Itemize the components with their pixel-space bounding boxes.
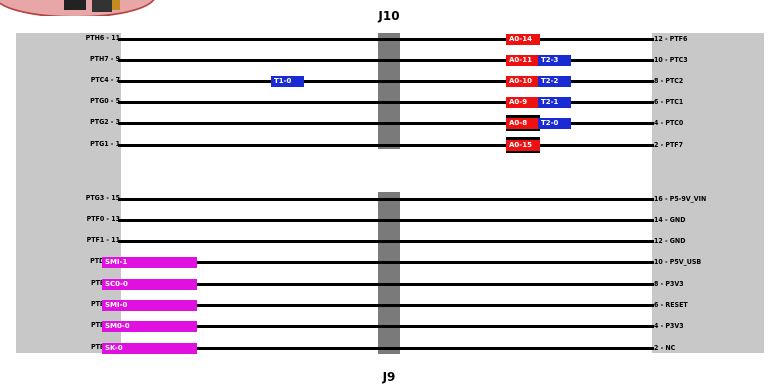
wire-bottom-0 [118,198,654,201]
pin-label-right: 2 - NC [654,344,676,352]
pin-label-right: 2 - PTF7 [654,141,683,149]
timer-tag: T2-2 [538,76,571,87]
pin-label-right: 8 - P3V3 [654,280,684,288]
pin-label-left: PTG2 - 3 [90,118,120,126]
wire-bottom-6 [118,325,654,328]
connector-j10-label: J10 [378,9,400,23]
pin-label-right: 10 - P5V_USB [654,258,702,266]
pin-label-left: PTC4 - 7 [90,76,120,84]
left-panel [16,33,121,353]
pin-label-left: PTH7 - 9 [90,55,120,63]
analog-tag: A0-14 [506,34,540,45]
timer-tag: T1-0 [271,76,304,87]
pin-label-right: 14 - GND [654,216,686,224]
wire-bottom-7 [118,347,654,350]
wire-top-2 [118,80,654,83]
wire-top-1 [118,59,654,62]
pin-label-left: PTF0 - 13 [86,215,120,223]
board-logo [0,0,160,16]
wire-bottom-2 [118,240,654,243]
timer-tag: T2-1 [538,97,571,108]
wire-bottom-1 [118,219,654,222]
pin-label-left: PTF1 - 11 [86,236,120,244]
wire-top-4 [118,122,654,125]
connector-j9-body [378,192,400,354]
serial-tag: SM0-0 [102,321,197,332]
connector-j10-body [378,33,400,149]
connector-j9-label: J9 [382,370,396,384]
wire-top-0 [118,38,654,41]
serial-tag: SC0-0 [102,279,197,290]
wire-bottom-5 [118,304,654,307]
pin-label-right: 12 - PTF6 [654,35,688,43]
serial-tag: SMI-0 [102,300,197,311]
wire-top-3 [118,101,654,104]
timer-tag: T2-3 [538,55,571,66]
pin-label-right: 4 - P3V3 [654,322,684,330]
timer-tag: T2-0 [538,118,571,129]
serial-tag: SMI-1 [102,257,197,268]
pin-label-left: PTH6 - 11 [85,34,120,42]
pin-label-right: 12 - GND [654,237,686,245]
analog-tag: A0-11 [506,55,540,66]
wire-bottom-3 [118,261,654,264]
right-panel [652,33,764,353]
serial-tag: SK-0 [102,343,197,354]
pin-label-right: 4 - PTC0 [654,119,684,127]
pin-label-left: PTG0 - 5 [90,97,120,105]
pin-label-right: 8 - PTC2 [654,77,684,85]
pin-label-right: 16 - P5-9V_VIN [654,195,707,203]
wire-bottom-4 [118,283,654,286]
pin-label-right: 10 - PTC3 [654,56,688,64]
analog-tag: A0-15 [506,140,540,151]
pin-label-right: 6 - RESET [654,301,688,309]
analog-tag: A0-8 [506,118,540,129]
pin-label-left: PTG1 - 1 [90,140,120,148]
wire-top-5 [118,144,654,147]
pin-label-left: PTG3 - 15 [85,194,120,202]
pin-label-right: 6 - PTC1 [654,98,684,106]
analog-tag: A0-10 [506,76,540,87]
analog-tag: A0-9 [506,97,540,108]
